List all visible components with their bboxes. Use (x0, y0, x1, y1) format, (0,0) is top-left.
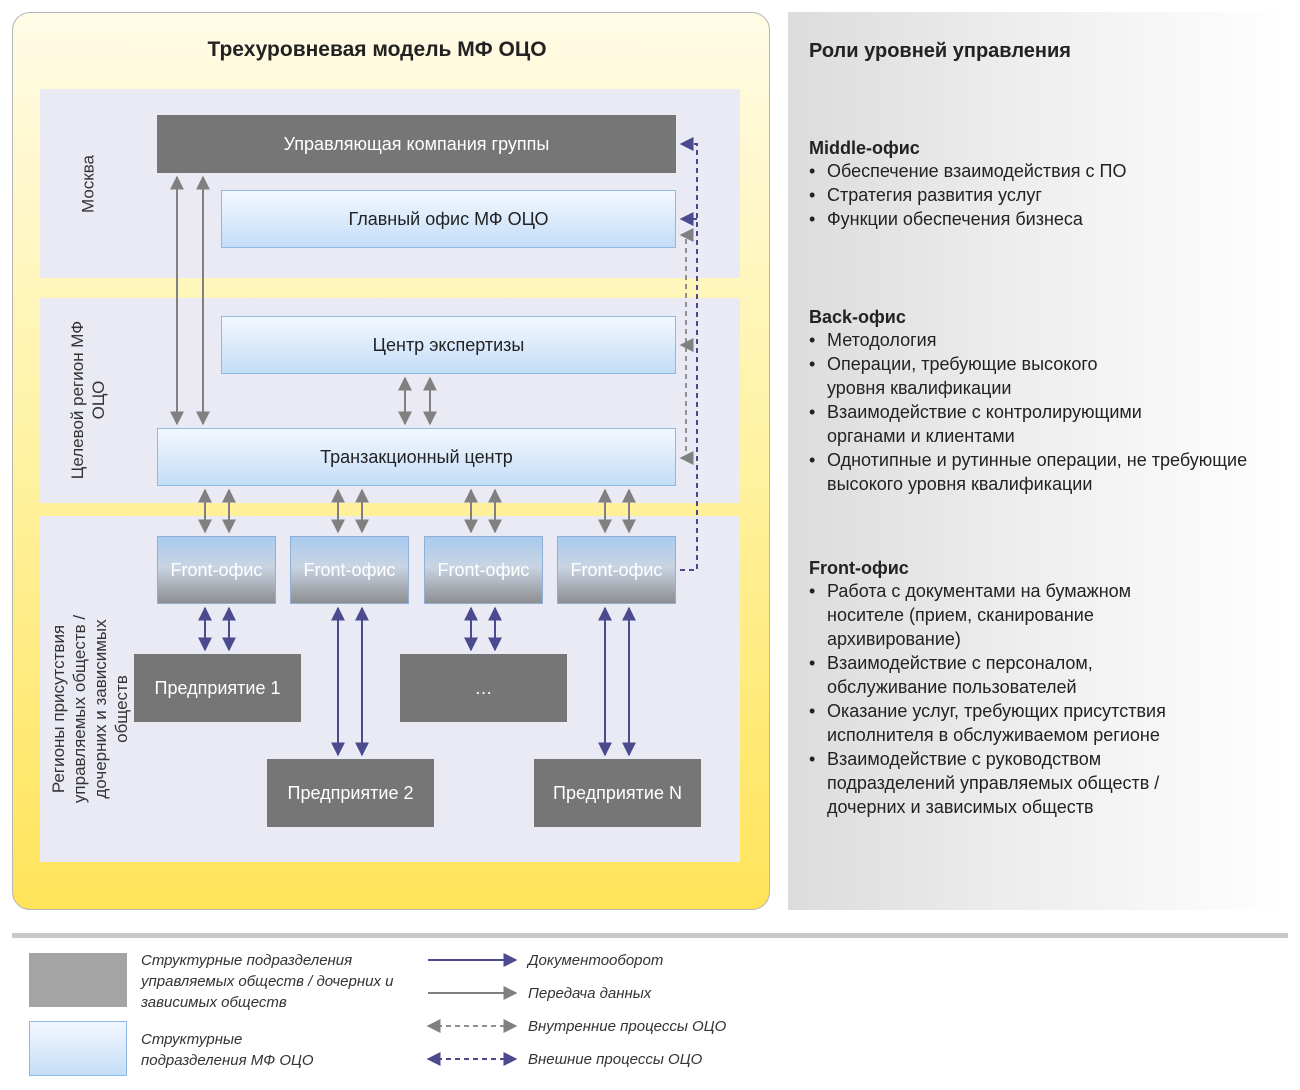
front-office-box-2: Front-офис (290, 536, 409, 604)
role-item: Однотипные и рутинные операции, не требу… (809, 448, 1277, 496)
model-title: Трехуровневая модель МФ ОЦО (207, 38, 547, 61)
legend-external-label: Внешние процессы ОЦО (528, 1051, 703, 1068)
role-section-front: Front-офис Работа с документами на бумаж… (809, 558, 1279, 819)
legend-internal-label: Внутренние процессы ОЦО (528, 1018, 727, 1035)
role-item: Взаимодействие с персоналом, обслуживани… (809, 651, 1157, 699)
legend-gray-label: Структурные подразделения управляемых об… (141, 952, 394, 1011)
legend-data-transfer-label: Передача данных (528, 985, 652, 1002)
role-heading-front: Front-офис (809, 558, 909, 578)
role-list-front: Работа с документами на бумажном носител… (809, 579, 1279, 819)
role-heading-middle: Middle-офис (809, 138, 920, 158)
enterprise-1-box: Предприятие 1 (134, 654, 301, 722)
role-item: Взаимодействие с руководством подразделе… (809, 747, 1227, 819)
legend-blue-label: Структурные подразделения МФ ОЦО (141, 1031, 314, 1069)
legend-gray-swatch (29, 953, 127, 1007)
role-section-back: Back-офис Методология Операции, требующи… (809, 307, 1279, 496)
role-item: Методология (809, 328, 1279, 352)
main-office-box: Главный офис МФ ОЦО (221, 190, 676, 248)
role-item: Операции, требующие высокого уровня квал… (809, 352, 1137, 400)
role-heading-back: Back-офис (809, 307, 906, 327)
group-company-box: Управляющая компания группы (157, 115, 676, 173)
enterprise-ellipsis-box: … (400, 654, 567, 722)
role-item: Обеспечение взаимодействия с ПО (809, 159, 1279, 183)
front-office-box-3: Front-офис (424, 536, 543, 604)
role-item: Оказание услуг, требующих присутствия ис… (809, 699, 1227, 747)
enterprise-n-box: Предприятие N (534, 759, 701, 827)
role-list-back: Методология Операции, требующие высокого… (809, 328, 1279, 496)
role-list-middle: Обеспечение взаимодействия с ПО Стратеги… (809, 159, 1279, 231)
role-item: Функции обеспечения бизнеса (809, 207, 1279, 231)
role-item: Работа с документами на бумажном носител… (809, 579, 1187, 651)
front-office-box-1: Front-офис (157, 536, 276, 604)
separator (12, 933, 1288, 938)
legend-doc-flow-label: Документооборот (528, 952, 664, 969)
role-item: Взаимодействие с контролирующими органам… (809, 400, 1207, 448)
role-item: Стратегия развития услуг (809, 183, 1279, 207)
legend-blue-swatch (29, 1021, 127, 1076)
enterprise-2-box: Предприятие 2 (267, 759, 434, 827)
roles-title: Роли уровней управления (809, 40, 1071, 62)
front-office-box-4: Front-офис (557, 536, 676, 604)
transaction-center-box: Транзакционный центр (157, 428, 676, 486)
expertise-center-box: Центр экспертизы (221, 316, 676, 374)
arrow-external-front-group (679, 137, 698, 571)
role-section-middle: Middle-офис Обеспечение взаимодействия с… (809, 138, 1279, 231)
arrow-internal-main-office (679, 228, 694, 458)
